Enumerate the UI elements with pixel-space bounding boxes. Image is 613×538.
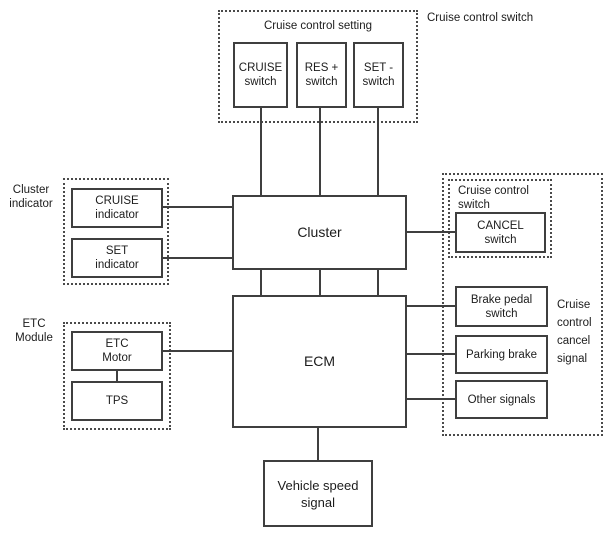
connector-cluster-to-ecm-right — [377, 270, 379, 295]
connector-ecm-to-parking-brake — [407, 353, 455, 355]
node-label-line: CRUISE — [238, 62, 283, 74]
group-label-cluster-indicator: Cluster indicator — [2, 183, 60, 211]
node-label-line: CANCEL — [477, 219, 524, 232]
group-label-cruise-control-setting: Cruise control setting — [263, 20, 373, 32]
group-cluster-indicator — [63, 178, 169, 285]
group-label-line: Cruise control — [458, 185, 529, 197]
node-label-line: ECM — [303, 353, 336, 369]
node-label-line: Cluster — [297, 224, 342, 240]
group-label-line: Cruise — [557, 299, 591, 311]
connector-cruise-indicator-to-cluster — [163, 206, 232, 208]
node-etc-motor: ETC Motor — [71, 331, 163, 371]
group-label-line: Module — [15, 332, 53, 344]
node-label-line: Other signals — [467, 393, 536, 406]
node-label-line: switch — [244, 76, 277, 88]
connector-set-switch-to-cluster — [377, 108, 379, 195]
node-label-line: switch — [362, 76, 395, 88]
group-label-line: control — [557, 317, 592, 329]
node-res-switch: RES + switch — [296, 42, 347, 108]
node-other-signals: Other signals — [455, 380, 548, 419]
node-tps: TPS — [71, 381, 163, 421]
node-label-line: indicator — [95, 209, 139, 221]
group-label-line: Cluster — [12, 184, 50, 196]
group-label-line: signal — [557, 353, 588, 365]
group-label-line: cancel — [557, 335, 591, 347]
node-label-line: ETC — [105, 338, 129, 350]
connector-set-indicator-to-cluster — [163, 257, 232, 259]
node-cancel-switch: CANCEL switch — [455, 212, 546, 253]
node-ecm: ECM — [232, 295, 407, 428]
connector-res-switch-to-cluster — [319, 108, 321, 195]
node-label-line: switch — [305, 76, 338, 88]
connector-cluster-to-cancel-switch — [407, 231, 455, 233]
group-label-line: switch — [458, 199, 490, 211]
connector-ecm-to-other-signals — [407, 398, 455, 400]
group-label-cruise-control-switch-cancel: Cruise control switch — [458, 184, 550, 212]
node-label-line: SET — [105, 245, 129, 257]
node-label-line: signal — [301, 494, 335, 510]
group-cruise-control-cancel-signal — [442, 173, 603, 436]
node-label-line: Motor — [102, 352, 132, 364]
node-set-indicator: SET indicator — [71, 238, 163, 278]
node-cluster: Cluster — [232, 195, 407, 270]
node-label-line: switch — [485, 307, 518, 320]
connector-cluster-to-ecm-center — [319, 270, 321, 295]
group-cruise-control-switch-cancel — [448, 179, 552, 258]
node-label-line: TPS — [105, 395, 129, 407]
connector-etc-motor-to-ecm — [163, 350, 232, 352]
node-brake-pedal-switch: Brake pedal switch — [455, 286, 548, 327]
group-cruise-control-setting — [218, 10, 418, 123]
group-label-line: ETC — [22, 318, 46, 330]
group-label-cruise-control-switch-top: Cruise control switch — [427, 12, 534, 24]
node-label-line: switch — [484, 233, 517, 246]
node-label-line: Parking brake — [466, 348, 537, 361]
node-label-line: Brake pedal — [470, 293, 533, 306]
node-label-line: indicator — [95, 259, 139, 271]
node-label-line: Vehicle speed — [277, 477, 359, 493]
connector-cruise-switch-to-cluster — [260, 108, 262, 195]
node-label-line: RES + — [304, 62, 339, 74]
connector-etc-motor-to-tps — [116, 371, 118, 381]
connector-cluster-to-ecm-left — [260, 270, 262, 295]
group-etc-module — [63, 322, 171, 430]
node-set-switch: SET - switch — [353, 42, 404, 108]
node-label-line: CRUISE — [95, 195, 139, 207]
group-label-line: indicator — [9, 198, 53, 210]
connector-ecm-to-brake-pedal — [407, 305, 455, 307]
connector-ecm-to-vehicle-speed — [317, 428, 319, 460]
node-cruise-indicator: CRUISE indicator — [71, 188, 163, 228]
group-label-etc-module: ETC Module — [6, 317, 62, 345]
node-cruise-switch: CRUISE switch — [233, 42, 288, 108]
node-vehicle-speed-signal: Vehicle speed signal — [263, 460, 373, 527]
group-label-cruise-control-cancel-signal: Cruise control cancel signal — [557, 296, 592, 368]
node-parking-brake: Parking brake — [455, 335, 548, 374]
node-label-line: SET - — [363, 62, 394, 74]
